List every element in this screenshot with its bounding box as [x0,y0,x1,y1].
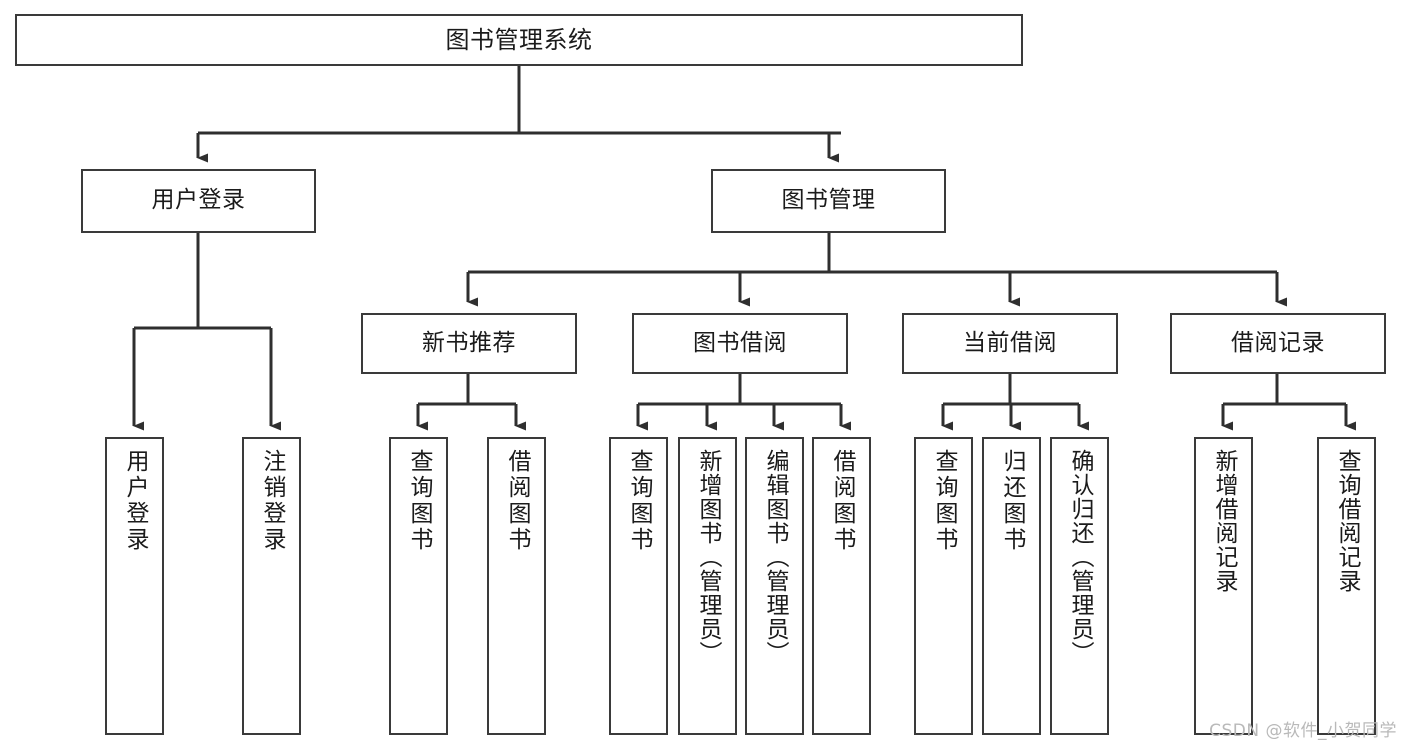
node-leaf-confirm-return[interactable]: 确认归还（管理员） [1050,437,1109,735]
node-leaf-borrow-book-1-label: 借阅图书 [504,449,530,553]
node-leaf-query-book-1[interactable]: 查询图书 [389,437,448,735]
node-leaf-borrow-book-1[interactable]: 借阅图书 [487,437,546,735]
node-current-borrow-label: 当前借阅 [963,329,1057,356]
node-leaf-confirm-return-label: 确认归还（管理员） [1067,449,1093,665]
node-book-manage[interactable]: 图书管理 [711,169,946,233]
node-root[interactable]: 图书管理系统 [15,14,1023,66]
node-leaf-query-book-2[interactable]: 查询图书 [609,437,668,735]
node-book-borrow-label: 图书借阅 [693,329,787,356]
node-current-borrow[interactable]: 当前借阅 [902,313,1118,374]
node-leaf-edit-book[interactable]: 编辑图书（管理员） [745,437,804,735]
node-book-manage-label: 图书管理 [781,187,876,214]
node-leaf-add-book[interactable]: 新增图书（管理员） [678,437,737,735]
node-leaf-query-record[interactable]: 查询借阅记录 [1317,437,1376,735]
node-book-borrow[interactable]: 图书借阅 [632,313,848,374]
node-user-login-label: 用户登录 [151,187,246,214]
node-leaf-logout[interactable]: 注销登录 [242,437,301,735]
node-leaf-add-book-label: 新增图书（管理员） [695,449,721,665]
node-borrow-record-label: 借阅记录 [1231,329,1325,356]
node-leaf-user-login[interactable]: 用户登录 [105,437,164,735]
node-borrow-record[interactable]: 借阅记录 [1170,313,1386,374]
node-leaf-return-book-label: 归还图书 [999,449,1025,553]
node-leaf-query-book-3-label: 查询图书 [931,449,957,553]
node-leaf-logout-label: 注销登录 [259,449,285,553]
node-leaf-user-login-label: 用户登录 [122,449,148,553]
node-new-book-rec-label: 新书推荐 [422,329,516,356]
node-leaf-query-book-2-label: 查询图书 [626,449,652,553]
node-leaf-borrow-book-2[interactable]: 借阅图书 [812,437,871,735]
node-leaf-edit-book-label: 编辑图书（管理员） [762,449,788,665]
node-leaf-borrow-book-2-label: 借阅图书 [829,449,855,553]
node-leaf-query-record-label: 查询借阅记录 [1334,449,1360,593]
node-leaf-add-record[interactable]: 新增借阅记录 [1194,437,1253,735]
node-user-login[interactable]: 用户登录 [81,169,316,233]
node-new-book-rec[interactable]: 新书推荐 [361,313,577,374]
node-root-label: 图书管理系统 [445,25,593,54]
node-leaf-add-record-label: 新增借阅记录 [1211,449,1237,593]
node-leaf-query-book-3[interactable]: 查询图书 [914,437,973,735]
watermark-text: CSDN @软件_小贺同学 [1209,721,1397,741]
node-leaf-query-book-1-label: 查询图书 [406,449,432,553]
node-leaf-return-book[interactable]: 归还图书 [982,437,1041,735]
